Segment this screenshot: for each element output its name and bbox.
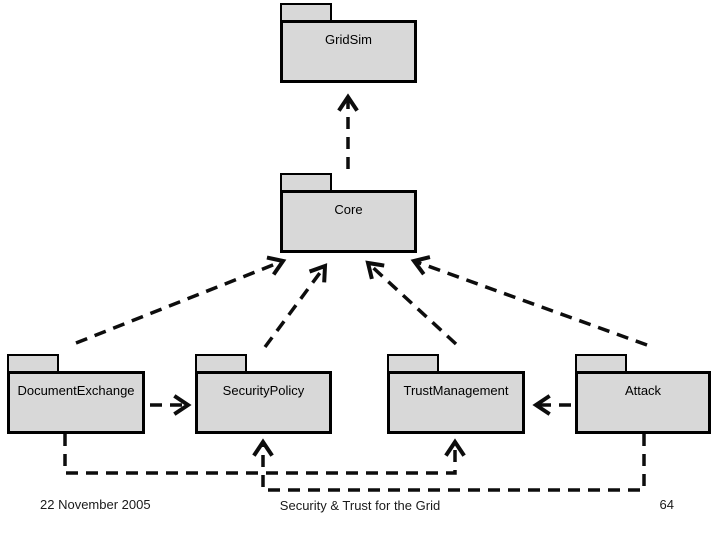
package-attack-body: Attack [575, 371, 711, 434]
package-attack-tab [575, 354, 627, 371]
package-gridsim-label: GridSim [325, 32, 372, 47]
attack-to-securitypolicy-arrow [252, 434, 646, 492]
package-documentexchange-body: DocumentExchange [7, 371, 145, 434]
footer-date: 22 November 2005 [40, 497, 151, 512]
package-core-body: Core [280, 190, 417, 253]
package-gridsim-body: GridSim [280, 20, 417, 83]
attack-to-core-arrow [410, 255, 648, 347]
package-attack-label: Attack [624, 383, 662, 398]
package-documentexchange-label: DocumentExchange [17, 383, 135, 398]
package-securitypolicy-body: SecurityPolicy [195, 371, 332, 434]
package-trustmanagement-body: TrustManagement [387, 371, 525, 434]
package-core-tab [280, 173, 332, 190]
trustmanagement-to-core-arrow [365, 260, 458, 346]
documentexchange-to-core-arrow [75, 255, 287, 345]
documentexchange-to-trustmanagement-arrow [63, 434, 466, 475]
package-core: Core [280, 173, 417, 253]
package-securitypolicy-tab [195, 354, 247, 371]
package-gridsim-tab [280, 3, 332, 20]
footer-page-number: 64 [659, 497, 674, 512]
securitypolicy-to-core-arrow [263, 263, 328, 349]
package-documentexchange-tab [7, 354, 59, 371]
package-trustmanagement-tab [387, 354, 439, 371]
package-attack: Attack [575, 354, 711, 434]
package-securitypolicy: SecurityPolicy [195, 354, 332, 434]
footer-slide-title: Security & Trust for the Grid [279, 498, 441, 513]
package-trustmanagement: TrustManagement [387, 354, 525, 434]
package-core-label: Core [334, 202, 363, 217]
package-trustmanagement-label: TrustManagement [403, 383, 509, 398]
package-securitypolicy-label: SecurityPolicy [222, 383, 305, 398]
package-documentexchange: DocumentExchange [7, 354, 145, 434]
package-gridsim: GridSim [280, 3, 417, 83]
